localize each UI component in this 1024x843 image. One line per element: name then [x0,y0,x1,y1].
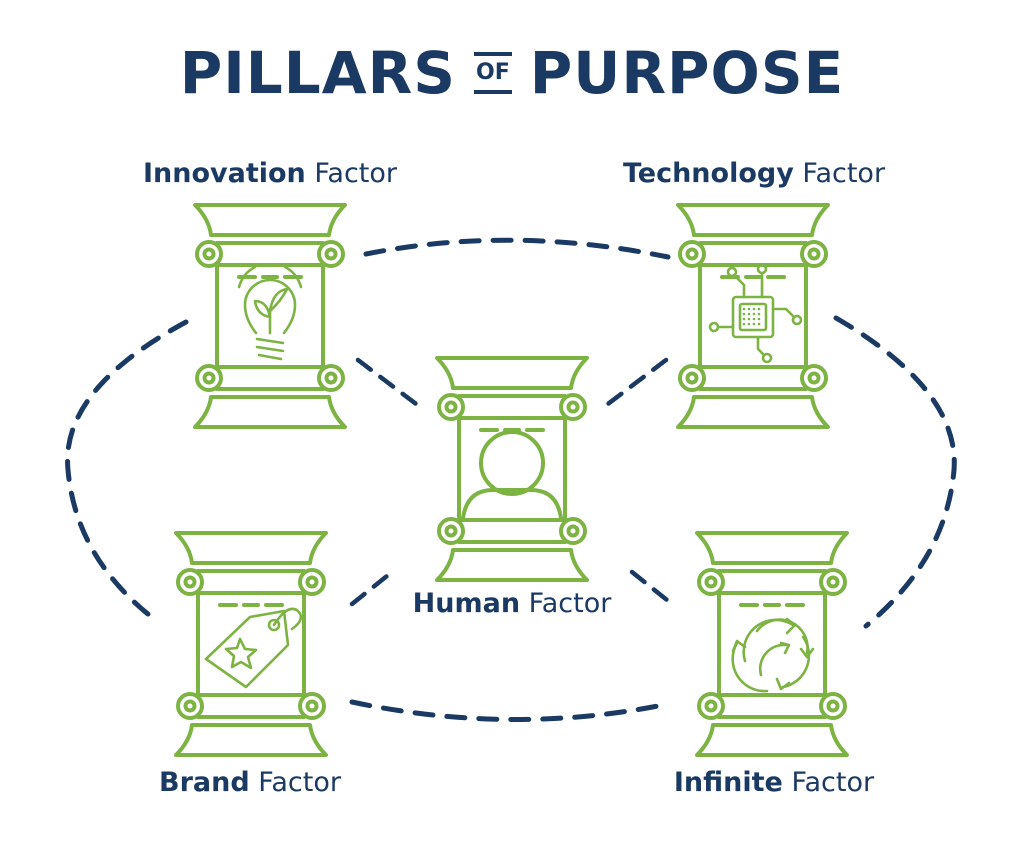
label-brand-factor: Brand Factor [135,765,365,801]
label-innovation-strong: Innovation [142,158,306,189]
orbit-left [65,319,189,625]
pillar-infinite [695,531,849,757]
label-brand-light: Factor [258,767,341,798]
orbit-bottom [349,699,671,722]
label-infinite-strong: Infinite [673,767,783,798]
title-purpose: PURPOSE [529,39,845,107]
label-infinite-factor: Infinite Factor [652,765,896,801]
spoke-infinite [629,569,675,607]
label-brand-strong: Brand [159,767,250,798]
label-technology-light: Factor [802,158,886,189]
label-human-light: Factor [528,588,612,619]
pillar-innovation [193,203,347,429]
star-tag-icon [204,607,303,689]
label-technology-factor: Technology Factor [596,156,912,192]
pillar-brand [174,531,328,757]
title-connector: OF [474,52,512,94]
label-innovation-light: Factor [314,158,398,189]
label-technology-strong: Technology [622,158,794,189]
label-human-strong: Human [412,588,521,619]
orbit-top [363,237,671,260]
title-pillars: PILLARS [179,39,457,107]
person-icon [461,430,563,520]
microchip-icon [708,263,803,364]
spoke-innovation [355,357,427,413]
orbit-right [833,315,957,629]
pillar-technology [676,203,830,429]
label-infinite-light: Factor [791,767,875,798]
cycle-arrows-icon [731,617,815,693]
lightbulb-plant-icon [237,265,303,361]
label-innovation-factor: Innovation Factor [120,156,420,192]
spoke-brand [349,569,395,607]
page-title: PILLARS OF PURPOSE [0,38,1024,108]
label-human-factor: Human Factor [370,586,654,622]
pillar-human [435,356,589,582]
spoke-technology [597,357,669,413]
